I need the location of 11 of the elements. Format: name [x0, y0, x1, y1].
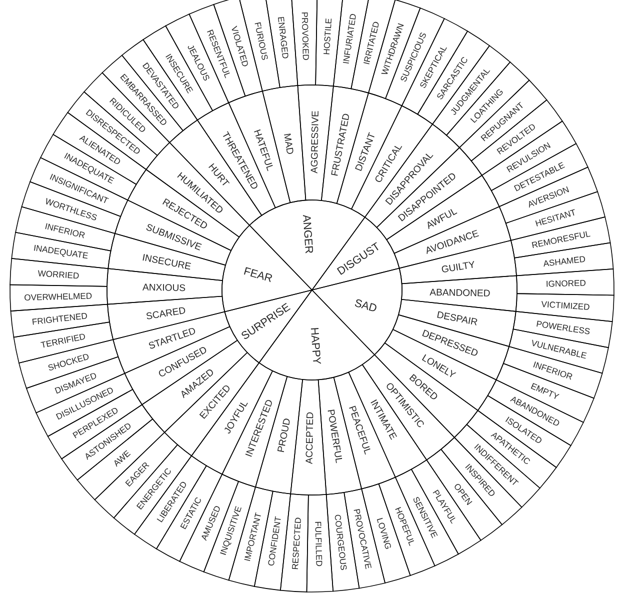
wheel-segment: PROVOKED [290, 0, 318, 86]
wheel-segment: RESPECTED [280, 493, 309, 592]
wheel-segment: VICTIMIZED [515, 293, 614, 322]
wheel-segment: FULFILLED [306, 494, 334, 592]
wheel-segment: ANXIOUS [106, 268, 223, 305]
wheel-segment: OVERWHELMED [10, 284, 108, 312]
wheel-segment: ABANDONED [401, 275, 518, 312]
wheel-segment: ACCEPTED [290, 379, 327, 496]
wheel-segment: WORRIED [10, 258, 109, 287]
wheel-segment: HOSTILE [315, 0, 344, 86]
wheel-segment: IGNORED [516, 268, 614, 296]
